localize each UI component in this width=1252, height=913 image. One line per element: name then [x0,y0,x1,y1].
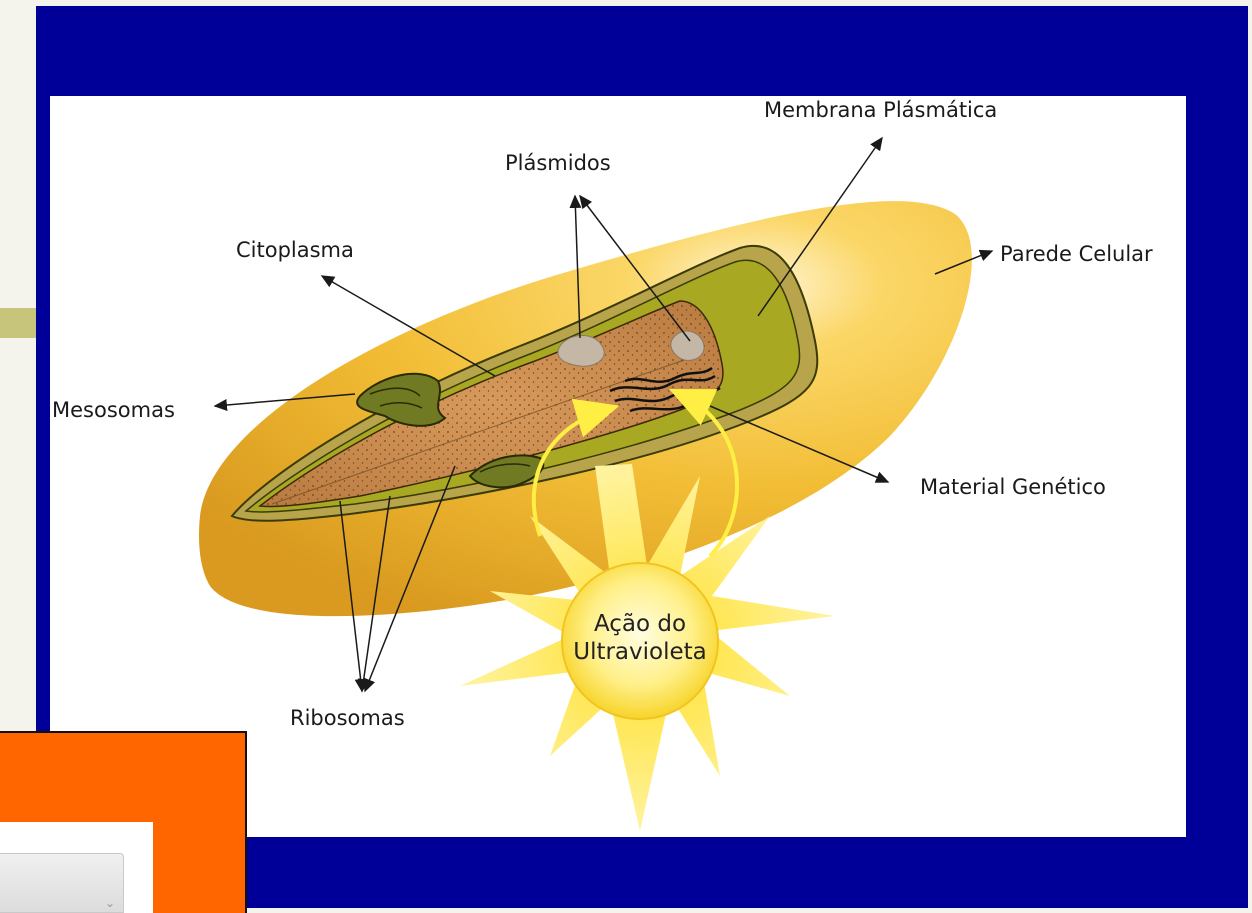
bacteria-diagram-panel: Membrana Plásmática Plásmidos Citoplasma… [50,96,1186,837]
uv-label-line2: Ultravioleta [555,638,725,666]
label-ribosomes: Ribosomas [290,706,405,730]
label-cytoplasm: Citoplasma [236,238,354,262]
label-mesosomes: Mesosomas [52,398,175,422]
uv-label-line1: Ação do [555,610,725,638]
uv-label: Ação do Ultravioleta [555,610,725,666]
label-plasma-membrane: Membrana Plásmática [764,98,997,122]
label-plasmids: Plásmidos [505,151,611,175]
bacteria-diagram-svg [50,96,1186,837]
left-edge-stripe [0,308,36,338]
gray-dropdown-tab[interactable]: ⌄ [0,853,124,913]
label-genetic-material: Material Genético [920,475,1106,499]
chevron-down-icon: ⌄ [105,896,115,910]
label-cell-wall: Parede Celular [1000,242,1153,266]
